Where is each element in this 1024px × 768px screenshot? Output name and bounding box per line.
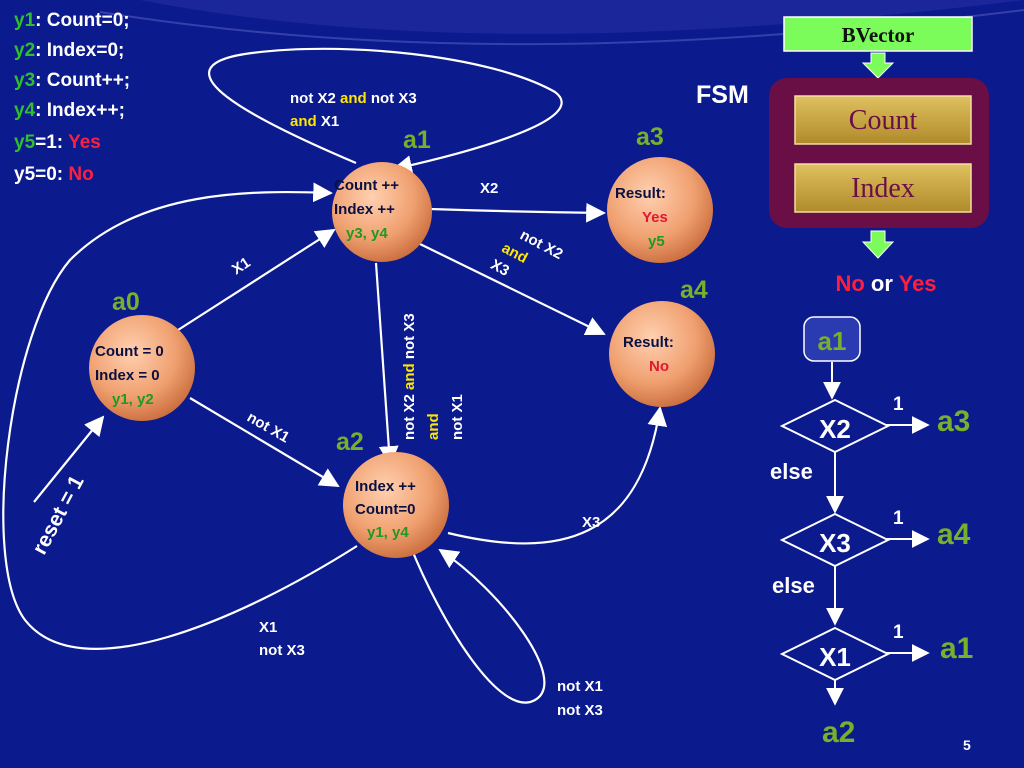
label-a2-loop-line2: not X3 [557,702,603,719]
legend-line-2: y2: Index=0; [14,40,124,61]
a0-line-1: Count = 0 [95,343,164,360]
edge-a1-a2 [374,262,399,466]
flow-end-a2: a2 [822,716,855,749]
svg-text:not X2 and not X3: not X2 and not X3 [401,313,418,440]
flow-one-3: 1 [893,622,904,643]
flow-targets: a3 a4 a1 a2 [822,405,973,749]
a2-line-2: Count=0 [355,501,415,518]
flow-else-2: else [772,573,815,598]
label-a2-a4: X3 [582,514,600,531]
flow-target-a4: a4 [937,518,971,551]
label-a1-a4: not X2 and X3 [488,227,566,280]
label-a2-a1-line2: not X3 [259,642,305,659]
svg-text:X3: X3 [488,256,512,280]
state-a0: Count = 0 Index = 0 y1, y2 [89,315,195,421]
flow-target-a3: a3 [937,405,970,438]
a3-line-1: Result: [615,185,666,202]
a4-line-1: Result: [623,334,674,351]
flow-decision-x1 [779,626,891,682]
a1-outputs: y3, y4 [346,225,388,242]
edge-a0-a2 [189,397,340,488]
legend-line-1: y1: Count=0; [14,10,130,31]
label-a0-a1: X1 [229,254,254,278]
state-a1: Count ++ Index ++ y3, y4 [332,162,432,262]
a2-line-1: Index ++ [355,478,416,495]
a3-value: Yes [642,209,668,226]
transition-flowchart: a1 X2 X3 X1 1 1 1 else else a3 a4 a1 a2 [770,316,973,749]
label-a3: a3 [636,123,664,151]
register-count-label: Count [849,105,918,136]
edge-a2-a1 [2,182,358,650]
label-reset: reset = 1 [28,471,89,558]
flow-one-1: 1 [893,394,904,415]
flow-start-box [803,316,861,362]
a0-outputs: y1, y2 [112,391,154,408]
fsm-panel: BVector FSM Count Index No or Yes [696,16,989,296]
output-legend: y1: Count=0; y2: Index=0; y3: Count++; y… [14,10,130,185]
header-swoosh [140,0,1024,34]
a4-value: No [649,358,669,375]
label-a1-loop-line1: not X2 and not X3 [290,90,417,107]
edge-a2-a4 [447,406,668,545]
flow-decision-x3 [779,512,891,568]
label-a1-loop-line2: and X1 [290,113,339,130]
label-a1-a2: not X2 and not X3 and not X1 [401,313,466,440]
a2-outputs: y1, y4 [367,524,409,541]
register-index-label: Index [851,173,915,204]
page-number: 5 [963,737,971,753]
label-a2: a2 [336,428,364,456]
edge-reset [33,415,105,503]
flow-lines [823,362,930,706]
legend-line-3: y3: Count++; [14,70,130,91]
edge-a1-a3 [429,202,606,223]
flow-one-2: 1 [893,508,904,529]
bvector-box [783,16,973,52]
fsm-output: No or Yes [835,271,936,296]
fsm-label: FSM [696,81,749,109]
a3-outputs: y5 [648,233,665,250]
flow-decision-x2 [779,398,891,454]
flow-cond-x3: X3 [819,528,851,558]
arrow-down-icon [861,52,895,79]
label-a2-a1-line1: X1 [259,619,277,636]
state-names: a1 a0 a2 a3 a4 [112,123,708,456]
svg-text:and: and [425,413,442,440]
legend-line-5: y5=1: Yes [14,132,101,153]
edge-a1-loop [208,47,563,175]
label-a4: a4 [680,276,708,304]
state-a4: Result: No [609,301,715,407]
flow-start-label: a1 [818,326,847,356]
flow-cond-x1: X1 [819,642,851,672]
svg-text:not X1: not X1 [244,409,292,447]
register-count [794,95,972,145]
a0-line-2: Index = 0 [95,367,160,384]
label-a1: a1 [403,126,431,154]
svg-text:not X1: not X1 [449,394,466,440]
edge-a2-loop [408,544,546,704]
legend-line-6: y5=0: No [14,164,94,185]
edge-a1-a4 [419,243,606,336]
flow-else-1: else [770,459,813,484]
state-a3: Result: Yes y5 [607,157,713,263]
svg-text:X1: X1 [229,254,254,278]
transition-edges [2,47,668,704]
a1-line-2: Index ++ [334,201,395,218]
state-a2: Index ++ Count=0 y1, y4 [343,452,449,558]
label-a1-a3: X2 [480,180,498,197]
label-a0: a0 [112,288,140,316]
label-a2-loop-line1: not X1 [557,678,603,695]
flow-target-a1: a1 [940,632,973,665]
bvector-label: BVector [842,23,915,47]
edge-a0-a1 [177,228,336,331]
svg-text:reset = 1: reset = 1 [28,471,89,558]
legend-line-4: y4: Index++; [14,100,125,121]
flow-cond-x2: X2 [819,414,851,444]
flow-branch-labels: 1 1 1 else else [770,394,904,643]
register-index [794,163,972,213]
arrow-down-icon [861,230,895,259]
a1-line-1: Count ++ [334,177,399,194]
label-a0-a2: not X1 [244,409,292,447]
